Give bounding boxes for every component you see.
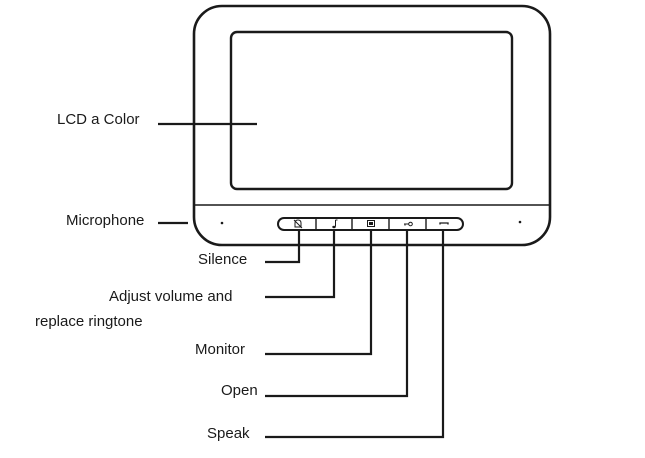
microphone-hole [220,221,224,225]
speak-button[interactable] [439,222,449,225]
bell-off-icon [293,219,303,229]
callout-labels: LCD a Color Microphone Silence Adjust vo… [35,111,258,442]
key-icon [404,221,413,227]
device-housing [192,4,552,247]
open-label: Open [221,382,258,399]
silence-label: Silence [198,251,247,268]
speak-label: Speak [207,425,250,442]
monitor-button[interactable] [367,220,375,227]
lcd-label: LCD a Color [57,111,140,128]
button-strip [277,217,464,231]
open-leader [265,230,409,398]
lcd-screen [229,30,514,191]
intercom-device [192,4,552,247]
indicator-dot [518,220,522,224]
volume-leader [265,230,336,299]
speak-leader [265,230,445,439]
microphone-label: Microphone [66,212,144,229]
monitor-leader [265,230,373,356]
monitor-icon [367,220,375,227]
monitor-label: Monitor [195,341,245,358]
leader-lines [158,122,445,439]
silence-leader [265,230,301,264]
volume-label-line1: Adjust volume and [109,288,232,305]
open-button[interactable] [404,221,413,227]
music-note-icon [332,219,338,229]
volume-label-line2: replace ringtone [35,313,143,330]
handset-icon [439,222,449,225]
volume-button[interactable] [332,219,338,229]
silence-button[interactable] [293,219,303,229]
